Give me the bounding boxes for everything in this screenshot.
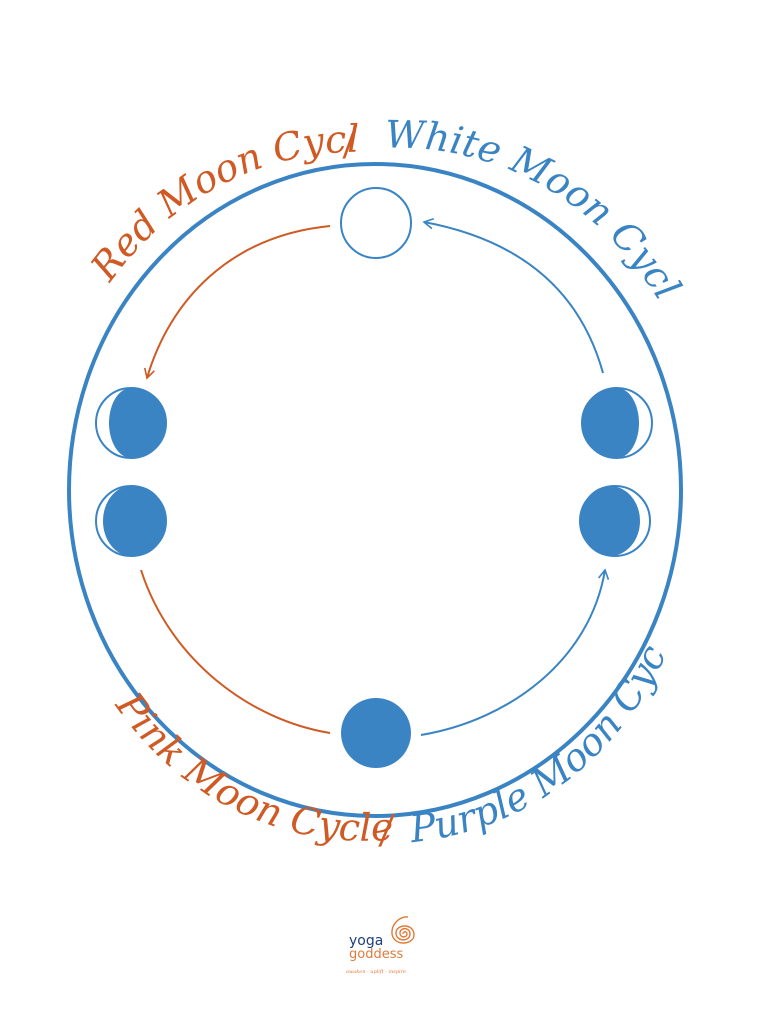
arrow-purple-cycle <box>420 568 610 736</box>
logo-tagline: awaken · uplift · inspire <box>346 969 406 975</box>
moon-waxing-crescent-icon <box>95 387 167 459</box>
logo-yoga-text: yoga <box>349 933 384 949</box>
arrow-red-cycle <box>143 225 331 380</box>
arrow-pink-cycle <box>140 569 331 734</box>
label-slash-bottom: / <box>375 807 398 852</box>
arrow-white-cycle <box>422 217 604 374</box>
cycle-ring <box>67 162 683 818</box>
moon-new-icon <box>340 187 412 259</box>
moon-waning-crescent-icon <box>581 387 653 459</box>
spiral-icon <box>391 916 415 944</box>
logo-goddess-text: goddess <box>349 947 404 962</box>
moon-waning-gibbous-icon <box>579 485 651 557</box>
yoga-goddess-logo: yoga goddess awaken · uplift · inspire <box>334 912 434 982</box>
moon-waxing-gibbous-icon <box>95 485 167 557</box>
moon-full-icon <box>341 698 411 768</box>
label-red-moon-cycle: Red Moon Cycle <box>0 0 359 289</box>
